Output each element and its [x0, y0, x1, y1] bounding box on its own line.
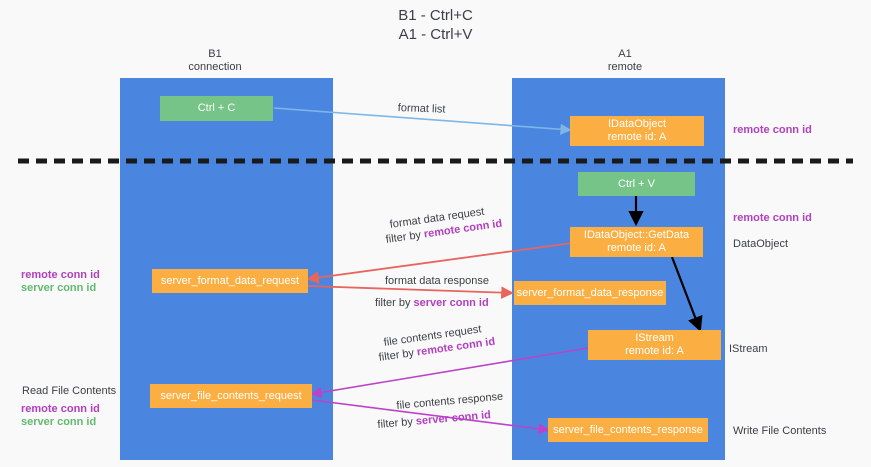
box-ctrl-v[interactable]: Ctrl + V	[578, 172, 695, 196]
left-label-remote-conn-id-2: remote conn id	[21, 403, 100, 415]
left-label-server-conn-id: server conn id	[21, 282, 97, 294]
left-label-read-file-contents: Read File Contents	[22, 385, 117, 397]
box-istream-line-1: IStream	[635, 332, 674, 344]
arrow-getdata-to-istream	[670, 256, 703, 333]
box-idataobject-line-2: remote id: A	[607, 131, 667, 143]
annotation-format-list: format list	[398, 102, 446, 117]
title-line-2: A1 - Ctrl+V	[398, 26, 473, 43]
box-idataobject-line-1: IDataObject	[607, 118, 667, 130]
annotation-filter-server-1: filter by server conn id	[375, 297, 489, 310]
annotation-format-data-response-text: format data response	[385, 275, 489, 287]
box-ctrl-v-label: Ctrl + V	[618, 177, 655, 190]
box-server-file-contents-response-label: server_file_contents_response	[553, 423, 703, 436]
box-getdata-line-1: IDataObject::GetData	[583, 229, 690, 241]
box-server-format-data-response-label: server_format_data_response	[516, 286, 664, 299]
box-server-format-data-request-label: server_format_data_request	[160, 274, 300, 287]
box-idataobject-getdata[interactable]: IDataObject::GetData remote id: A	[570, 227, 703, 257]
lane-header-b1-subtitle: connection	[188, 61, 242, 73]
right-label-remote-conn-id-top: remote conn id	[733, 124, 812, 136]
annotation-filter-server-2-prefix: filter by	[377, 415, 417, 431]
lane-header-a1-name: A1	[618, 48, 632, 60]
box-server-file-contents-response[interactable]: server_file_contents_response	[548, 418, 708, 442]
box-server-format-data-response[interactable]: server_format_data_response	[514, 281, 666, 305]
left-label-server-conn-id-2: server conn id	[21, 416, 97, 428]
box-getdata-line-2: remote id: A	[607, 242, 666, 254]
box-server-format-data-request[interactable]: server_format_data_request	[152, 269, 308, 293]
title-line-1: B1 - Ctrl+C	[398, 7, 473, 24]
right-label-istream: IStream	[729, 343, 768, 355]
box-istream[interactable]: IStream remote id: A	[588, 330, 721, 360]
annotation-format-list-text: format list	[397, 102, 446, 116]
arrow-file-contents-response	[311, 399, 550, 435]
lane-header-b1-name: B1	[208, 48, 222, 60]
right-label-dataobject: DataObject	[733, 238, 789, 250]
box-ctrl-c-label: Ctrl + C	[197, 102, 236, 114]
box-idataobject[interactable]: IDataObject remote id: A	[570, 116, 704, 146]
arrow-format-list	[273, 107, 572, 135]
box-ctrl-c[interactable]: Ctrl + C	[160, 96, 273, 121]
page-title: B1 - Ctrl+C A1 - Ctrl+V	[0, 6, 871, 44]
lane-header-a1-subtitle: remote	[607, 61, 643, 73]
annotation-format-data-response: format data response	[385, 275, 489, 288]
box-istream-line-2: remote id: A	[625, 345, 684, 357]
annotation-filter-server-1-prefix: filter by	[375, 297, 414, 309]
right-label-remote-conn-id-mid: remote conn id	[733, 212, 812, 224]
left-label-remote-conn-id: remote conn id	[21, 269, 100, 281]
arrow-format-data-request	[306, 242, 573, 284]
annotation-filter-server-1-value: server conn id	[413, 297, 489, 309]
box-server-file-contents-request[interactable]: server_file_contents_request	[150, 384, 312, 408]
arrow-file-contents-request	[310, 347, 589, 398]
lane-header-b1: B1 connection	[135, 48, 295, 74]
box-server-file-contents-request-label: server_file_contents_request	[160, 389, 302, 402]
arrow-format-data-response	[307, 285, 514, 299]
lane-header-a1: A1 remote	[545, 48, 705, 74]
right-label-write-file-contents: Write File Contents	[733, 425, 827, 437]
